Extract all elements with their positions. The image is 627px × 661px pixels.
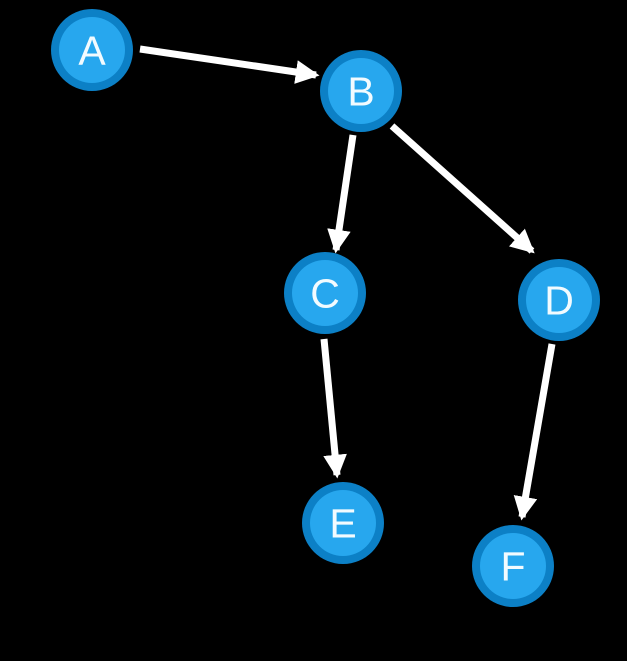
nodes-layer: A B C D E F	[51, 9, 600, 607]
edge-A-B	[139, 45, 320, 84]
node-F-inner-circle	[480, 533, 546, 599]
node-D-inner-circle	[526, 267, 592, 333]
node-B-inner-circle	[328, 58, 394, 124]
node-F[interactable]: F	[472, 525, 554, 607]
node-B[interactable]: B	[320, 50, 402, 132]
edge-D-F	[513, 343, 556, 521]
node-E[interactable]: E	[302, 482, 384, 564]
node-A[interactable]: A	[51, 9, 133, 91]
edge-B-C	[327, 134, 357, 254]
node-C[interactable]: C	[284, 252, 366, 334]
edges-layer	[139, 45, 556, 521]
node-C-inner-circle	[292, 260, 358, 326]
node-A-inner-circle	[59, 17, 125, 83]
edge-C-E	[320, 338, 347, 479]
edge-B-D	[389, 123, 535, 254]
node-E-inner-circle	[310, 490, 376, 556]
node-D[interactable]: D	[518, 259, 600, 341]
